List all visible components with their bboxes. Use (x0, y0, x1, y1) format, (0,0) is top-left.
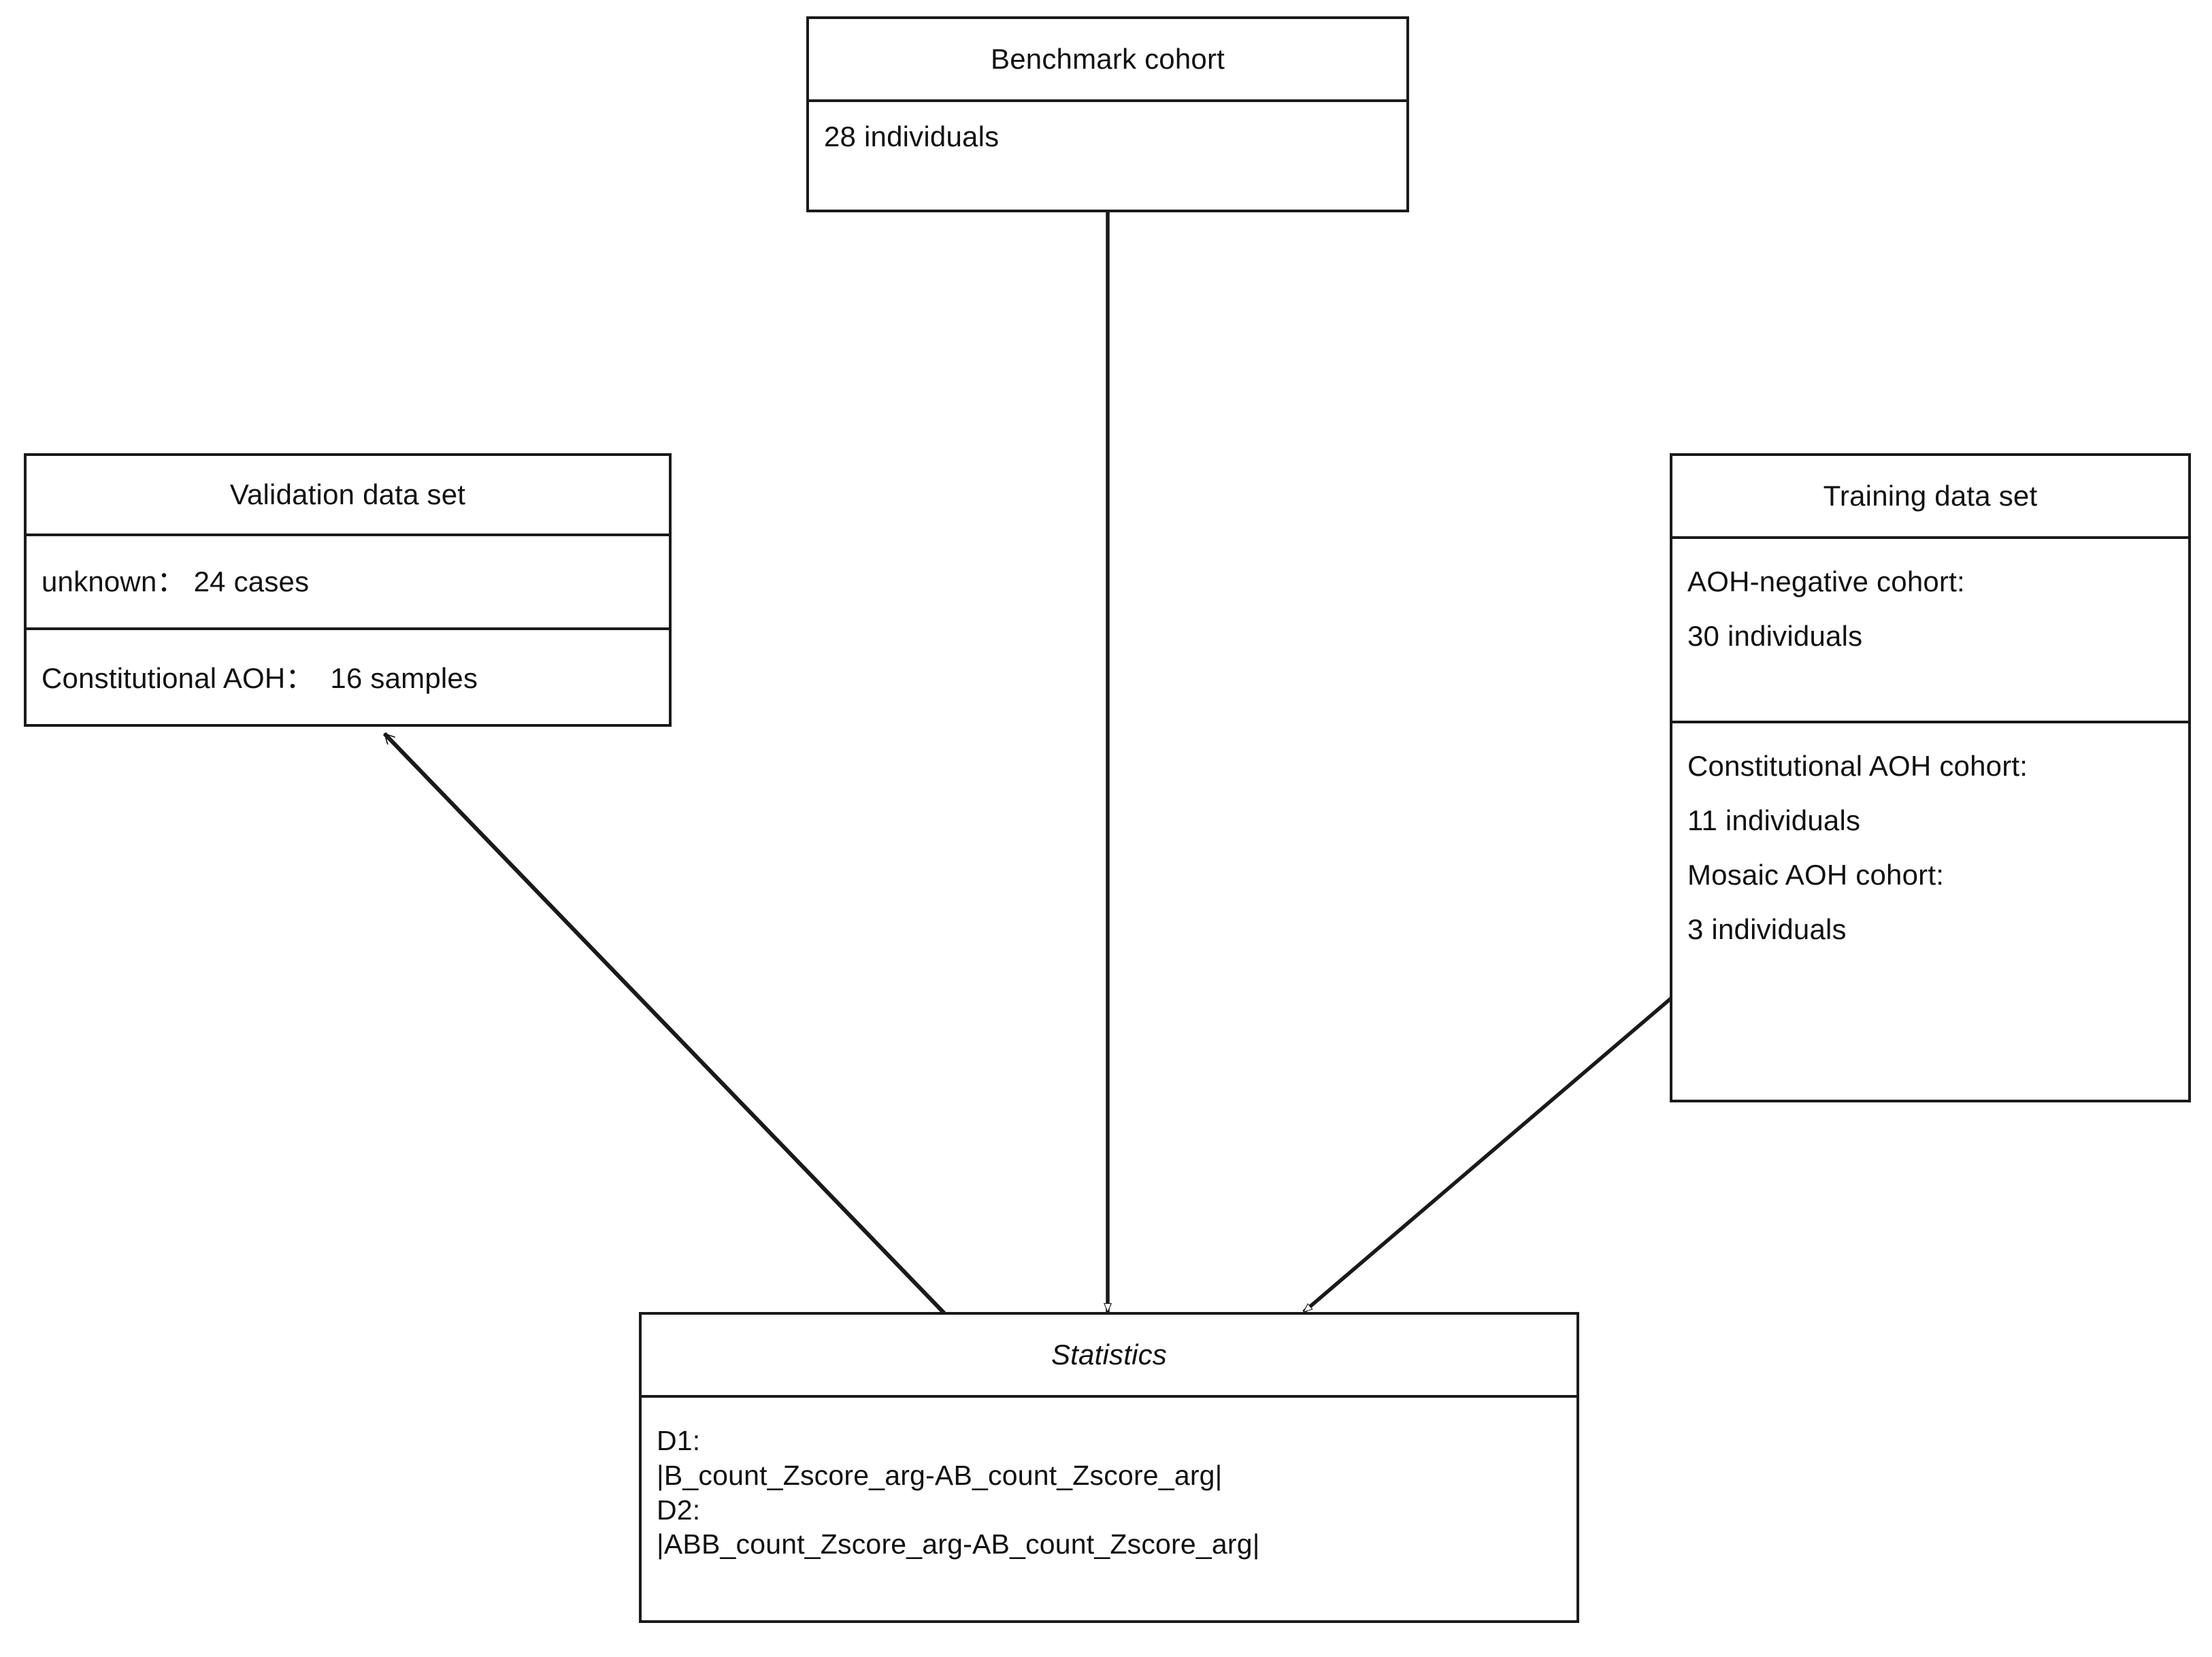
node-training-data-set-title: Training data set (1672, 456, 2188, 539)
node-training-data-set-line-4: 11 individuals (1687, 804, 1861, 836)
node-benchmark-cohort-compartment-1: 28 individuals (809, 102, 1406, 212)
node-validation-data-set-line-1: unknown： 24 cases (42, 565, 310, 597)
node-benchmark-cohort-title: Benchmark cohort (809, 19, 1406, 102)
node-training-data-set-line-5: Mosaic AOH cohort: (1687, 859, 1945, 891)
node-training-data-set-line-1: AOH-negative cohort: (1687, 565, 1965, 597)
node-training-data-set-line-6: 3 individuals (1687, 913, 1847, 945)
node-statistics-line-4: |ABB_count_Zscore_arg-AB_count_Zscore_ar… (657, 1528, 1260, 1560)
spacer (1687, 596, 2177, 622)
edge-training-to-statistics (1302, 996, 1672, 1314)
node-training-data-set[interactable]: Training data set AOH-negative cohort: 3… (1670, 453, 2191, 1102)
node-statistics-line-3: D2: (657, 1494, 701, 1526)
node-statistics-title: Statistics (642, 1315, 1577, 1398)
node-statistics-line-2: |B_count_Zscore_arg-AB_count_Zscore_arg| (657, 1459, 1223, 1491)
node-statistics-compartment-1: D1: |B_count_Zscore_arg-AB_count_Zscore_… (642, 1398, 1577, 1623)
node-training-data-set-line-2: 30 individuals (1687, 620, 1863, 652)
node-training-data-set-line-3: Constitutional AOH cohort: (1687, 750, 2028, 782)
node-validation-data-set-title: Validation data set (27, 456, 669, 536)
node-training-data-set-compartment-1: AOH-negative cohort: 30 individuals (1672, 539, 2188, 721)
spacer (1687, 889, 2177, 915)
node-statistics-line-1: D1: (657, 1425, 701, 1456)
spacer (1687, 781, 2177, 806)
node-validation-data-set[interactable]: Validation data set unknown： 24 cases Co… (24, 453, 672, 727)
node-validation-data-set-line-2: Constitutional AOH： 16 samples (42, 662, 478, 694)
node-validation-data-set-compartment-1: unknown： 24 cases (27, 536, 669, 627)
node-benchmark-cohort[interactable]: Benchmark cohort 28 individuals (806, 16, 1409, 212)
spacer (1687, 835, 2177, 861)
node-benchmark-cohort-line-1: 28 individuals (824, 120, 1000, 152)
edge-statistics-to-validation (382, 732, 946, 1315)
node-validation-data-set-compartment-2: Constitutional AOH： 16 samples (27, 627, 669, 727)
node-training-data-set-compartment-2: Constitutional AOH cohort: 11 individual… (1672, 721, 2188, 1102)
node-statistics[interactable]: Statistics D1: |B_count_Zscore_arg-AB_co… (639, 1312, 1579, 1623)
